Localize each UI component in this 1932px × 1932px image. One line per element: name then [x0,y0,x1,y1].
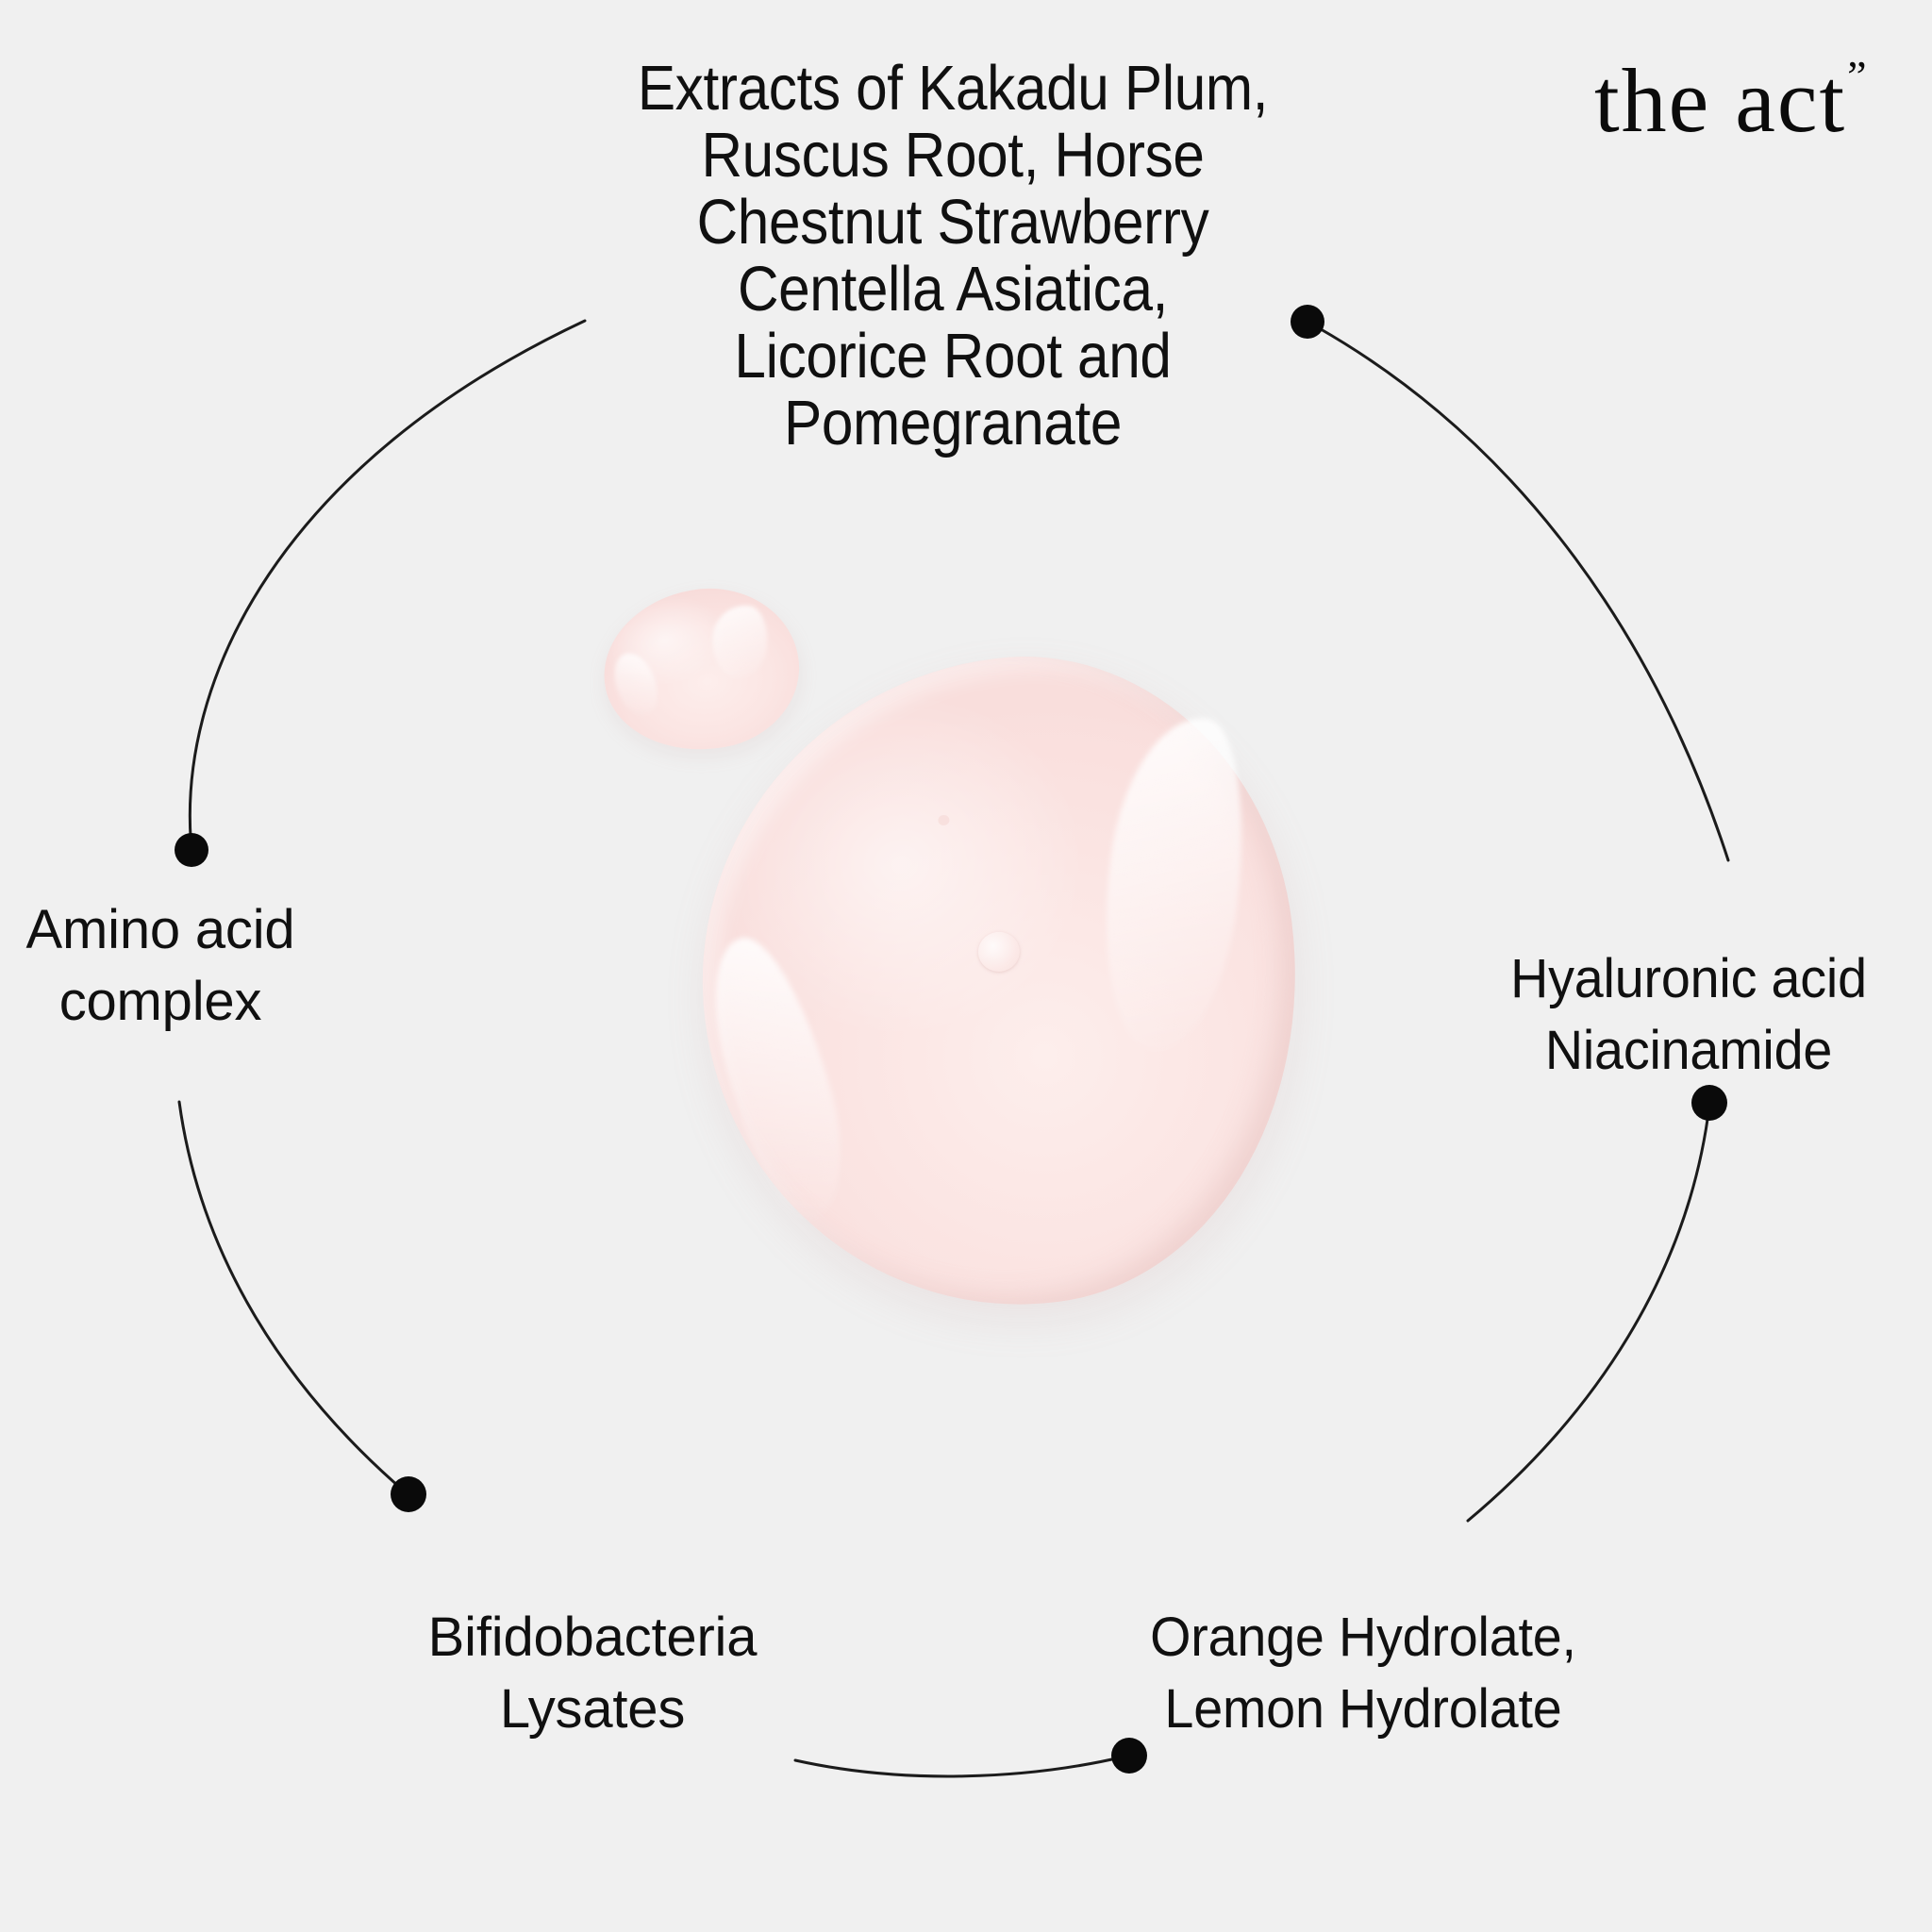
callout-hyaluronic-line-2: Niacinamide [1544,1020,1833,1081]
large-droplet [665,626,1335,1341]
ingredient-headline: Extracts of Kakadu Plum, Ruscus Root, Ho… [571,55,1335,457]
connector-dot-amino-acid [175,833,208,867]
callout-hydrolate-line-2: Lemon Hydrolate [1164,1678,1562,1740]
small-droplet [591,574,812,766]
callout-amino-acid-line-2: complex [58,971,262,1032]
callout-bifidobacteria-line-1: Bifidobacteria [427,1607,758,1668]
droplet-highlight-left [607,647,666,722]
callout-amino-acid-complex: Amino acid complex [0,894,321,1038]
brand-logo-mark: ” [1847,52,1867,100]
droplet-highlight-right [708,602,772,680]
callout-amino-acid-line-1: Amino acid [25,899,295,960]
headline-line-6: Pomegranate [783,388,1123,458]
headline-line-4: Centella Asiatica, [737,254,1169,325]
brand-logo-wordmark: the act [1594,50,1847,151]
headline-line-1: Extracts of Kakadu Plum, [637,53,1269,124]
brand-logo: the act” [1594,49,1896,153]
connector-line-bifidobacteria [177,1100,408,1494]
connector-line-hydrolate [793,1755,1126,1778]
headline-line-3: Chestnut Strawberry [696,187,1209,258]
connector-dot-bifidobacteria [391,1476,426,1512]
pink-serum-droplet [591,566,1335,1341]
headline-line-2: Ruscus Root, Horse [701,120,1205,191]
connector-line-hyaluronic [1466,1104,1711,1523]
connector-line-extracts [1306,320,1730,862]
connector-dot-hyaluronic [1691,1085,1727,1121]
callout-hyaluronic-acid-niacinamide: Hyaluronic acid Niacinamide [1462,943,1915,1087]
callout-hydrolate-line-1: Orange Hydrolate, [1150,1607,1576,1668]
connector-line-amino-acid [188,319,587,851]
callout-orange-lemon-hydrolate: Orange Hydrolate, Lemon Hydrolate [1082,1602,1643,1745]
headline-line-5: Licorice Root and [734,321,1172,391]
callout-bifidobacteria-line-2: Lysates [499,1678,686,1740]
callout-hyaluronic-line-1: Hyaluronic acid [1510,948,1867,1009]
callout-bifidobacteria-lysates: Bifidobacteria Lysates [357,1602,828,1745]
